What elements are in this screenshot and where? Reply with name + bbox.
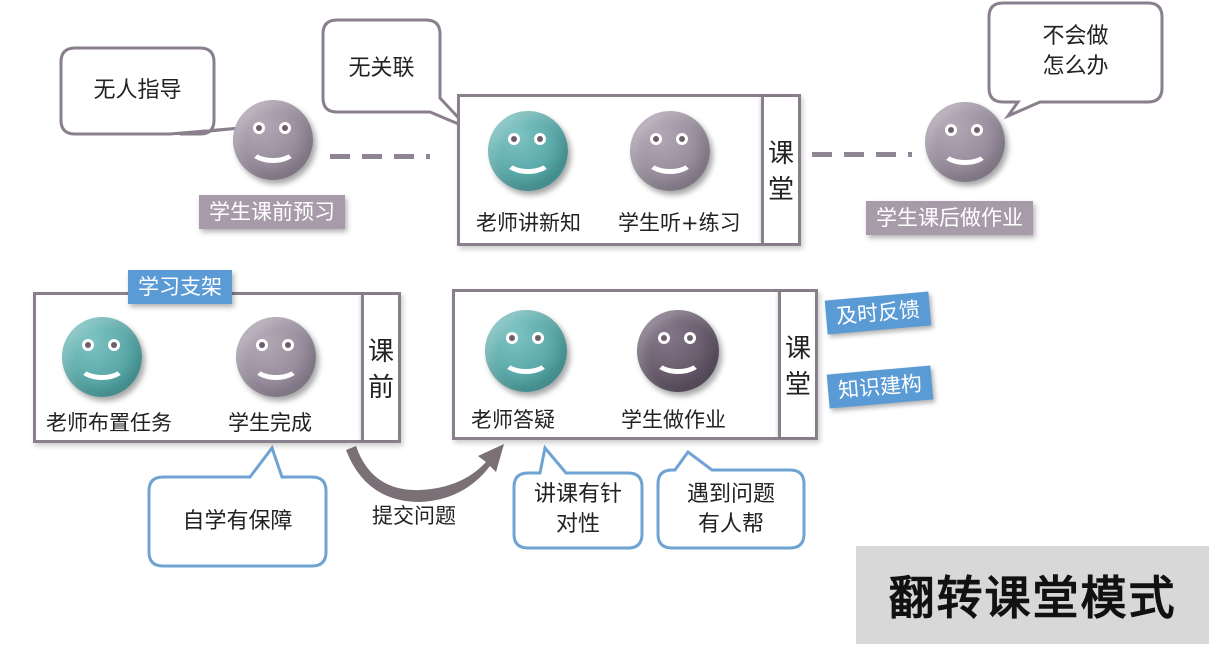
teacher-face-icon xyxy=(488,111,568,191)
student-preview-face-icon xyxy=(233,100,313,180)
flipped-class-side: 课 堂 xyxy=(778,292,815,437)
class-side-char-2: 堂 xyxy=(784,370,811,400)
tag-learning-scaffold: 学习支架 xyxy=(128,270,232,304)
traditional-class-side: 课 堂 xyxy=(761,97,798,243)
student-face-icon xyxy=(630,111,710,191)
dashed-connector-right xyxy=(812,152,912,157)
preclass-panel: 老师布置任务 学生完成 课 前 xyxy=(33,292,401,443)
pre-side-char-2: 前 xyxy=(367,373,394,403)
bubble-no-link: 无关联 xyxy=(348,56,415,81)
bubble-selfstudy-shape xyxy=(147,444,328,568)
bubble-selfstudy: 自学有保障 xyxy=(182,509,293,534)
bubble-targeted-shape xyxy=(512,444,644,550)
flipped-class-panel: 老师答疑 学生做作业 课 堂 xyxy=(452,289,818,440)
bubble-targeted: 讲课有针 对性 xyxy=(533,482,622,537)
class-teacher-face-icon xyxy=(485,310,567,392)
label-teacher-answer: 老师答疑 xyxy=(471,408,555,432)
pre-side-char-1: 课 xyxy=(367,337,394,367)
class-side-char-1: 课 xyxy=(784,334,811,364)
bubble-what-to-do-shape xyxy=(987,1,1164,120)
class-student-face-icon xyxy=(637,310,719,392)
bubble-help-shape xyxy=(656,449,806,550)
label-student-homework: 学生做作业 xyxy=(621,408,726,432)
side-char-2: 堂 xyxy=(767,175,794,205)
preclass-student-face-icon xyxy=(236,317,316,397)
title-box: 翻转课堂模式 xyxy=(856,546,1209,644)
label-student-practice: 学生听+练习 xyxy=(618,211,741,235)
label-teacher-assign: 老师布置任务 xyxy=(46,411,172,435)
bubble-help: 遇到问题 有人帮 xyxy=(686,482,775,537)
bubble-what-to-do: 不会做 怎么办 xyxy=(1042,24,1109,79)
student-homework-face-icon xyxy=(925,102,1005,182)
bubble-no-guidance-shape xyxy=(59,46,241,136)
preclass-side: 课 前 xyxy=(361,295,398,440)
tag-student-homework: 学生课后做作业 xyxy=(866,201,1033,235)
bubble-no-guidance: 无人指导 xyxy=(93,78,182,103)
preclass-teacher-face-icon xyxy=(62,317,142,397)
page-title: 翻转课堂模式 xyxy=(888,571,1177,625)
label-submit-questions: 提交问题 xyxy=(372,504,456,528)
side-char-1: 课 xyxy=(767,139,794,169)
traditional-class-panel: 老师讲新知 学生听+练习 课 堂 xyxy=(457,94,801,246)
label-student-complete: 学生完成 xyxy=(228,411,312,435)
tag-student-preview: 学生课前预习 xyxy=(199,195,345,229)
dashed-connector-left xyxy=(330,154,430,159)
submit-arrow-shape xyxy=(346,444,504,502)
bubble-no-link-shape xyxy=(321,18,470,130)
label-teacher-new: 老师讲新知 xyxy=(476,211,581,235)
